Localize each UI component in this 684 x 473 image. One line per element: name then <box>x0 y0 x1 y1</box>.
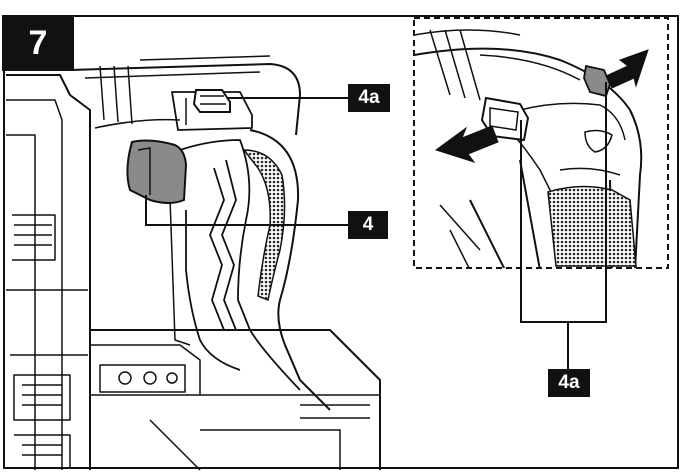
detail-inset-drawing <box>414 29 643 268</box>
callout-leaders-detail <box>520 82 607 369</box>
detail-grip-texture <box>547 185 637 267</box>
drill-body <box>6 55 381 471</box>
figure-frame <box>3 15 679 469</box>
trigger-lock-button <box>192 89 231 113</box>
callout-label-detail-trigger-lock: 4a <box>548 369 590 397</box>
callout-label-trigger: 4 <box>348 211 388 239</box>
arrow-press-left-icon <box>434 125 499 163</box>
trigger <box>126 139 188 204</box>
grip-texture <box>242 149 286 302</box>
callout-leaders-main <box>145 97 348 226</box>
step-number-badge: 7 <box>2 15 74 71</box>
callout-label-trigger-lock: 4a <box>348 84 390 112</box>
arrow-press-right-icon <box>605 49 649 89</box>
